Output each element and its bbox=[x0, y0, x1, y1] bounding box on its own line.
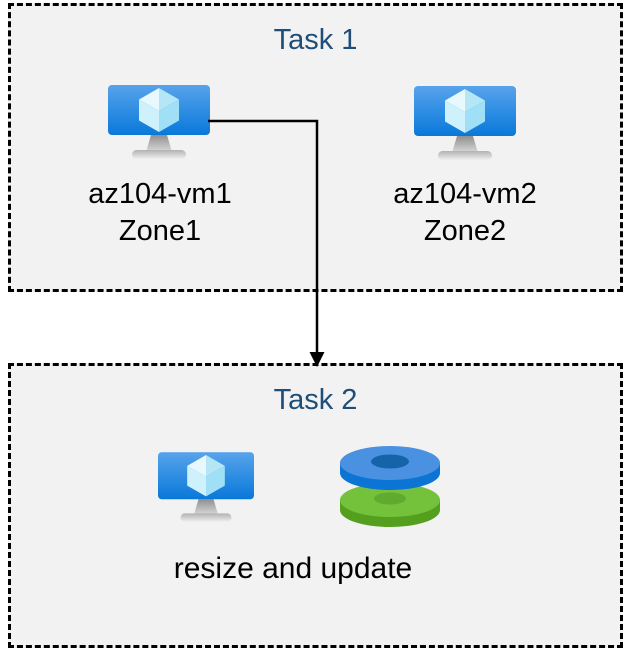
virtual-machine-icon bbox=[158, 452, 254, 522]
vm2-name: az104-vm2 bbox=[393, 178, 537, 210]
vm2-zone: Zone2 bbox=[423, 215, 507, 247]
vm1-zone: Zone1 bbox=[118, 215, 202, 247]
task2-title: Task 2 bbox=[273, 384, 358, 416]
vm1-name: az104-vm1 bbox=[88, 178, 232, 210]
managed-disks-icon bbox=[335, 444, 445, 530]
task2-caption: resize and update bbox=[173, 552, 413, 585]
virtual-machine-icon bbox=[414, 86, 516, 160]
task1-group-box: Task 1 az104-vm1 Zone1 az104-vm2 Zone2 bbox=[8, 3, 623, 292]
task2-group-box: Task 2 resize and update bbox=[8, 363, 623, 648]
vm1-label: az104-vm1 Zone1 bbox=[40, 176, 280, 250]
vm2-label: az104-vm2 Zone2 bbox=[345, 176, 585, 250]
virtual-machine-icon bbox=[108, 85, 210, 159]
task1-title: Task 1 bbox=[273, 24, 358, 56]
